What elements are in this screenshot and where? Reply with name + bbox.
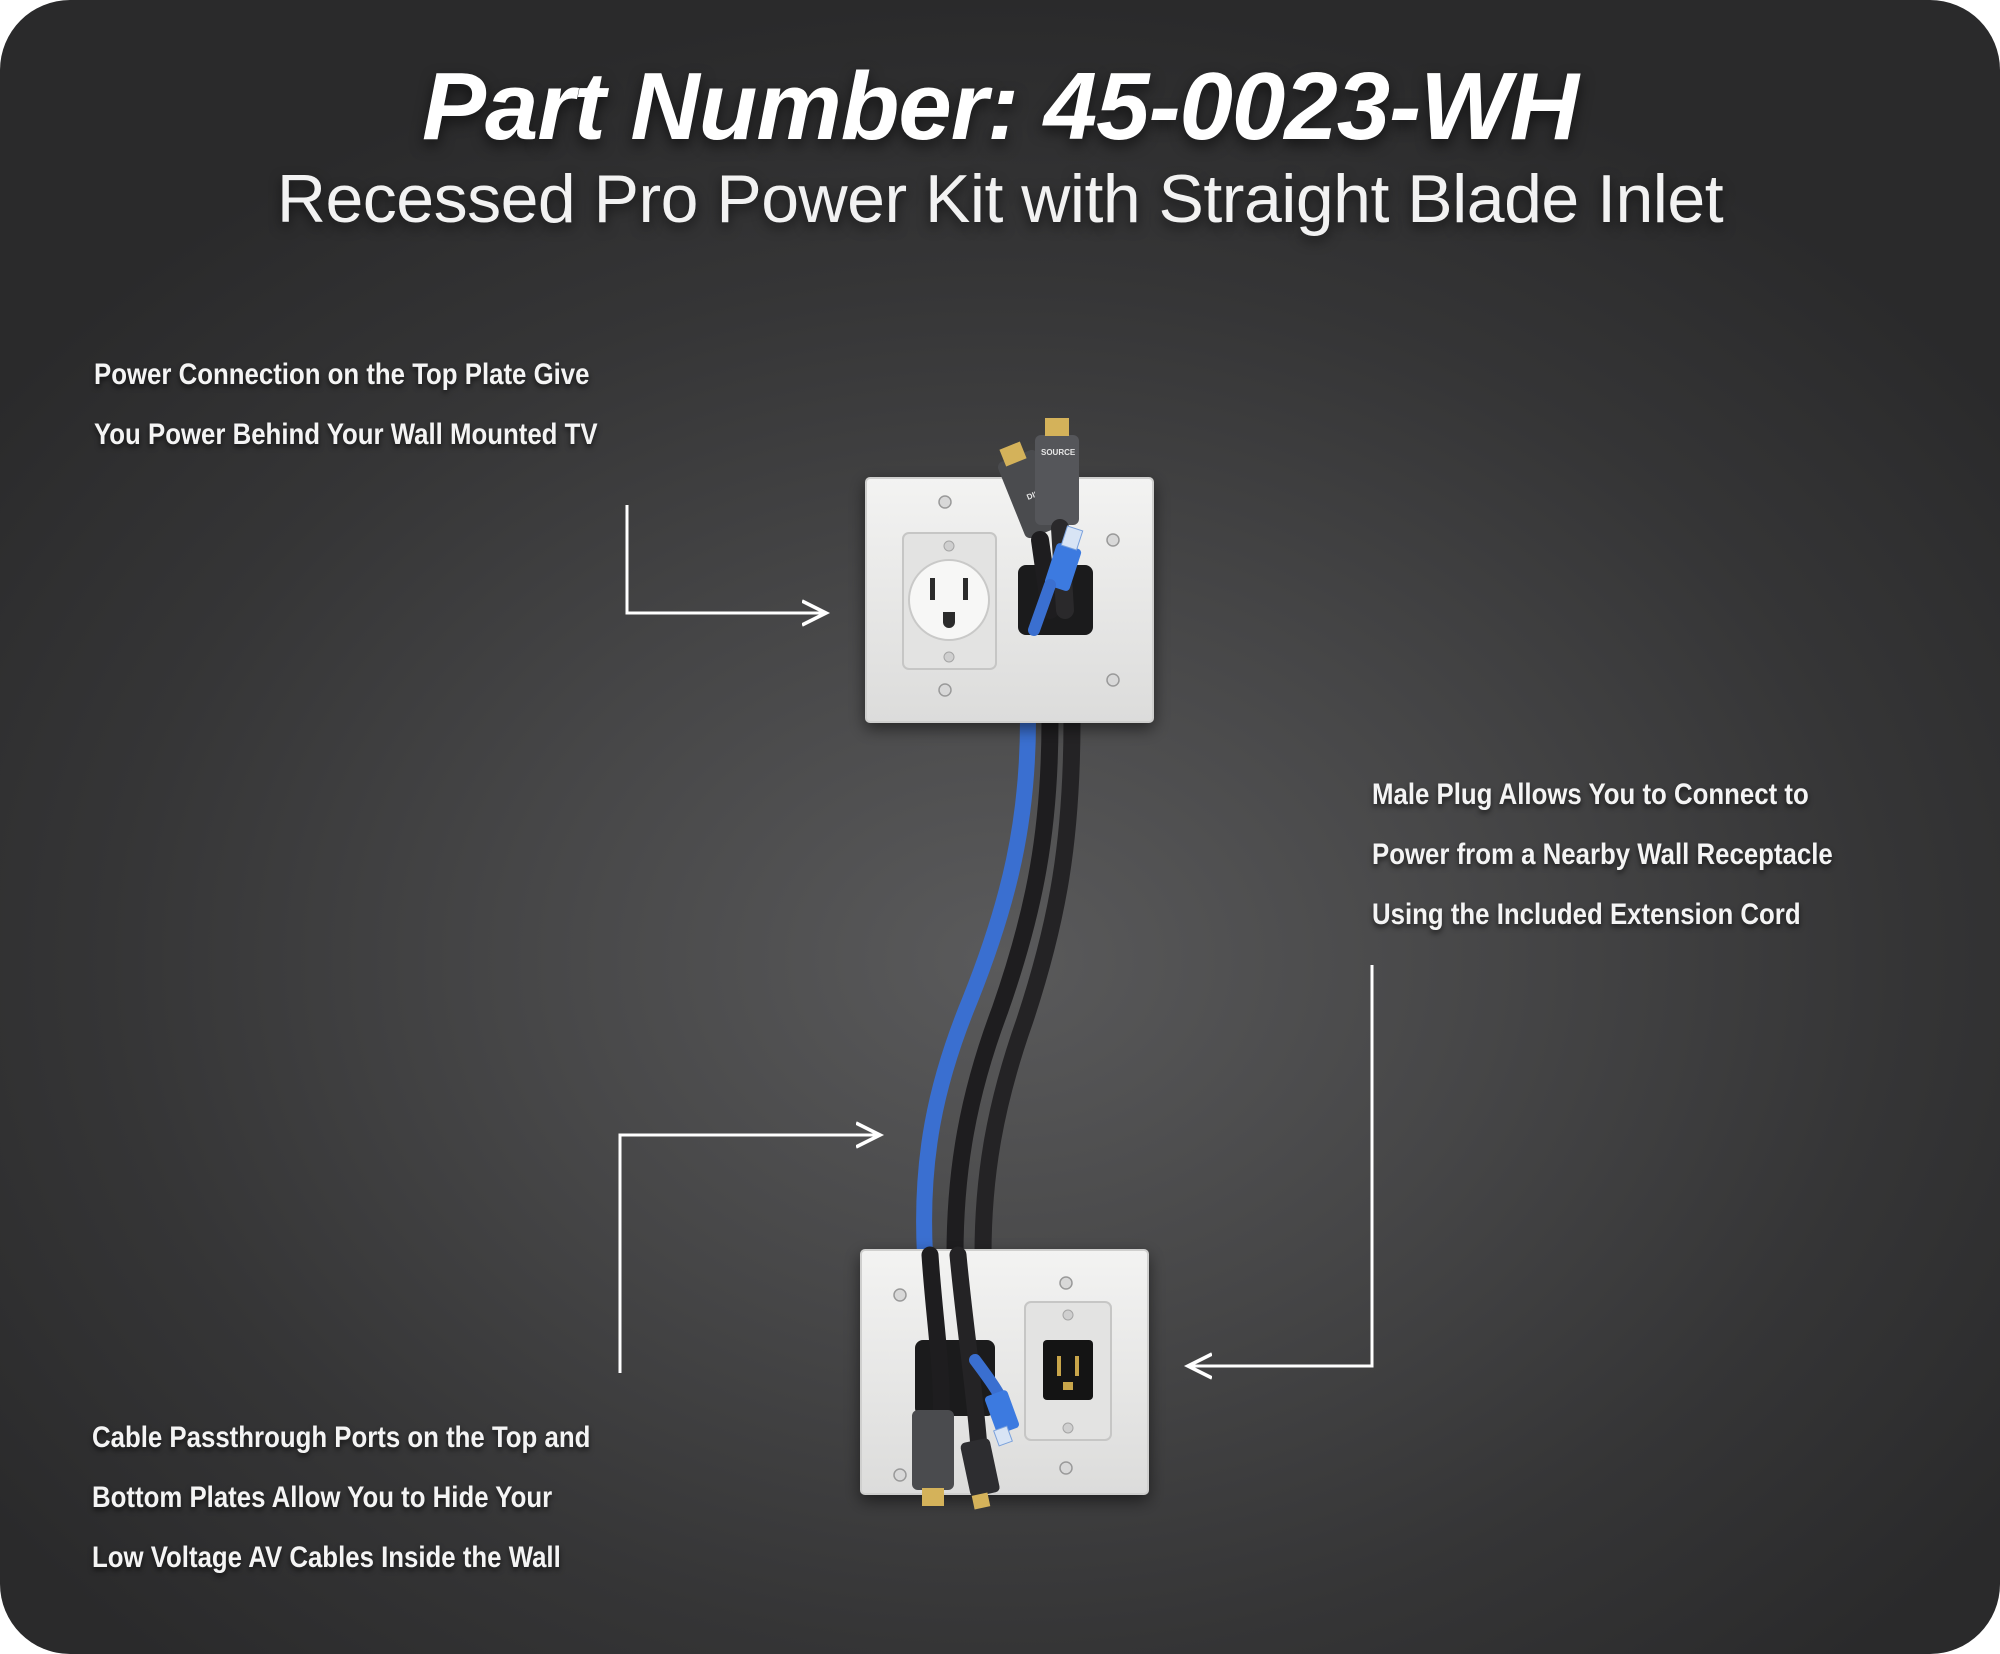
- callout-arrows: [618, 505, 1374, 1373]
- callout-line: You Power Behind Your Wall Mounted TV: [94, 418, 598, 451]
- screw-icon: [893, 1288, 907, 1302]
- product-subtitle: Recessed Pro Power Kit with Straight Bla…: [276, 161, 1724, 237]
- hdmi-plug-icon: [960, 1438, 1000, 1510]
- top-plate-details: DISPLAY SOURCE: [902, 418, 1120, 697]
- callout-line: Power Connection on the Top Plate Give: [94, 358, 590, 391]
- receptacle-icon: [908, 559, 990, 641]
- ethernet-plug-icon: [1028, 525, 1084, 636]
- callout-line: Power from a Nearby Wall Receptacle: [1372, 838, 1833, 871]
- source-label: SOURCE: [1041, 448, 1076, 457]
- callout-line: Low Voltage AV Cables Inside the Wall: [92, 1541, 561, 1574]
- male-plug-inlet-icon: [1043, 1340, 1093, 1400]
- screw-icon: [1106, 533, 1120, 547]
- arrow-male-plug: [1188, 965, 1374, 1366]
- screw-icon: [1106, 673, 1120, 687]
- hdmi-plug-icon: [912, 1410, 954, 1506]
- part-number-title: Part Number: 45-0023-WH: [422, 53, 1579, 160]
- black-cable-a: [946, 711, 1059, 1264]
- screw-icon: [1059, 1276, 1073, 1290]
- screw-icon: [893, 1468, 907, 1482]
- black-cable-b: [974, 711, 1081, 1264]
- hdmi-plug-icon: SOURCE: [1035, 418, 1079, 525]
- callout-male-plug: Male Plug Allows You to Connect to Power…: [1372, 765, 1833, 945]
- screw-icon: [938, 495, 952, 509]
- arrow-passthrough: [618, 1135, 880, 1373]
- bottom-plate-details: [893, 1246, 1112, 1510]
- ethernet-plug-icon: [985, 1390, 1019, 1447]
- callout-top-plate: Power Connection on the Top Plate Give Y…: [94, 345, 598, 465]
- callout-passthrough: Cable Passthrough Ports on the Top and B…: [92, 1408, 590, 1588]
- callout-line: Using the Included Extension Cord: [1372, 898, 1801, 931]
- screw-icon: [1059, 1461, 1073, 1475]
- blue-cable: [916, 712, 1036, 1263]
- callout-line: Bottom Plates Allow You to Hide Your: [92, 1481, 553, 1514]
- screw-icon: [938, 683, 952, 697]
- arrow-top-plate: [625, 505, 826, 613]
- cable-bundle: [916, 711, 1081, 1264]
- callout-line: Cable Passthrough Ports on the Top and: [92, 1421, 591, 1454]
- callout-line: Male Plug Allows You to Connect to: [1372, 778, 1809, 811]
